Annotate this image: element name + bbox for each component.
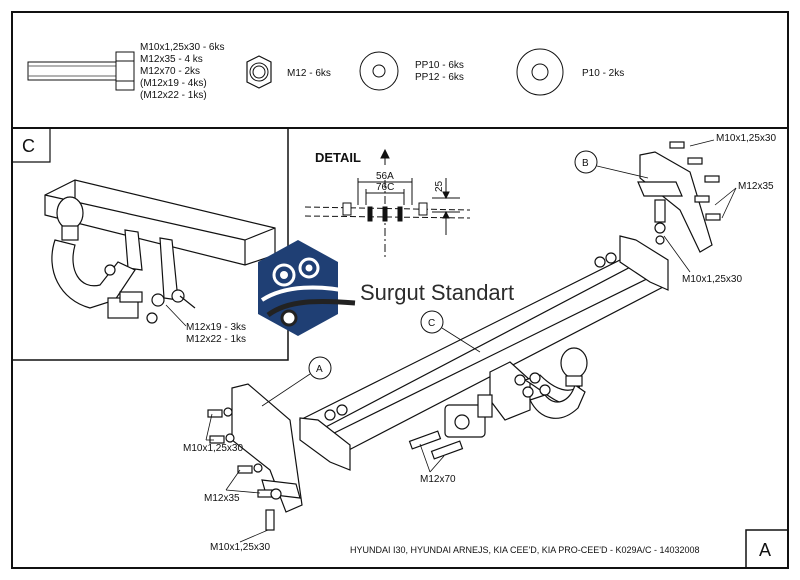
label-m12x35-left: M12x35	[204, 493, 240, 504]
callout-c-bubble	[420, 310, 481, 353]
nut-label: M12 - 6ks	[287, 68, 331, 79]
watermark-text: Surgut Standart	[360, 280, 514, 305]
bolt-label-1: M10x1,25x30 - 6ks	[140, 42, 225, 53]
callout-c-letter: C	[428, 318, 435, 329]
callout-b-letter: B	[582, 158, 589, 169]
label-m10-mid-right: M10x1,25x30	[682, 274, 742, 285]
bolt-label-5: (M12x22 - 1ks)	[140, 90, 207, 101]
main-hitch-drawing	[207, 141, 721, 531]
callout-b-bubble	[574, 150, 649, 179]
detail-dim-56: 56A	[376, 171, 394, 182]
label-m12x35-right: M12x35	[738, 181, 774, 192]
washer-pp-label-2: PP12 - 6ks	[415, 72, 464, 83]
label-m12x70: M12x70	[420, 474, 456, 485]
inset-c-leader-1	[165, 304, 187, 327]
detail-drawing	[304, 148, 471, 260]
hardware-washer-pp-icon	[359, 51, 399, 91]
inset-c-bolt-label-1: M12x19 - 3ks	[186, 322, 246, 333]
bolt-label-3: M12x70 - 2ks	[140, 66, 200, 77]
detail-dim-76: 76C	[376, 182, 394, 193]
label-m10-top: M10x1,25x30	[716, 133, 776, 144]
leaders	[205, 139, 737, 543]
corner-letter-box	[745, 529, 788, 568]
label-m10-bottom: M10x1,25x30	[210, 542, 270, 553]
washer-p-label: P10 - 2ks	[582, 68, 624, 79]
bolt-label-2: M12x35 - 4 ks	[140, 54, 203, 65]
bolt-label-4: (M12x19 - 4ks)	[140, 78, 207, 89]
footer-title: HYUNDAI I30, HYUNDAI ARNEJS, KIA CEE'D, …	[350, 545, 700, 555]
inset-c-panel	[11, 128, 289, 361]
callout-a-bubble	[261, 356, 332, 407]
hardware-bolt	[27, 51, 135, 91]
detail-title: DETAIL	[315, 150, 361, 165]
hardware-nut-icon	[246, 55, 272, 89]
detail-dim-25: 25	[434, 180, 445, 192]
washer-pp-label-1: PP10 - 6ks	[415, 60, 464, 71]
corner-letter: A	[759, 540, 771, 560]
callout-a-letter: A	[316, 364, 323, 375]
hardware-washer-p-icon	[516, 48, 564, 96]
inset-c-bolt-label-2: M12x22 - 1ks	[186, 334, 246, 345]
label-m10-left: M10x1,25x30	[183, 443, 243, 454]
gear-logo-icon	[258, 240, 356, 336]
inset-c-letter: C	[22, 136, 35, 156]
inset-c-hitch-drawing	[44, 179, 276, 324]
